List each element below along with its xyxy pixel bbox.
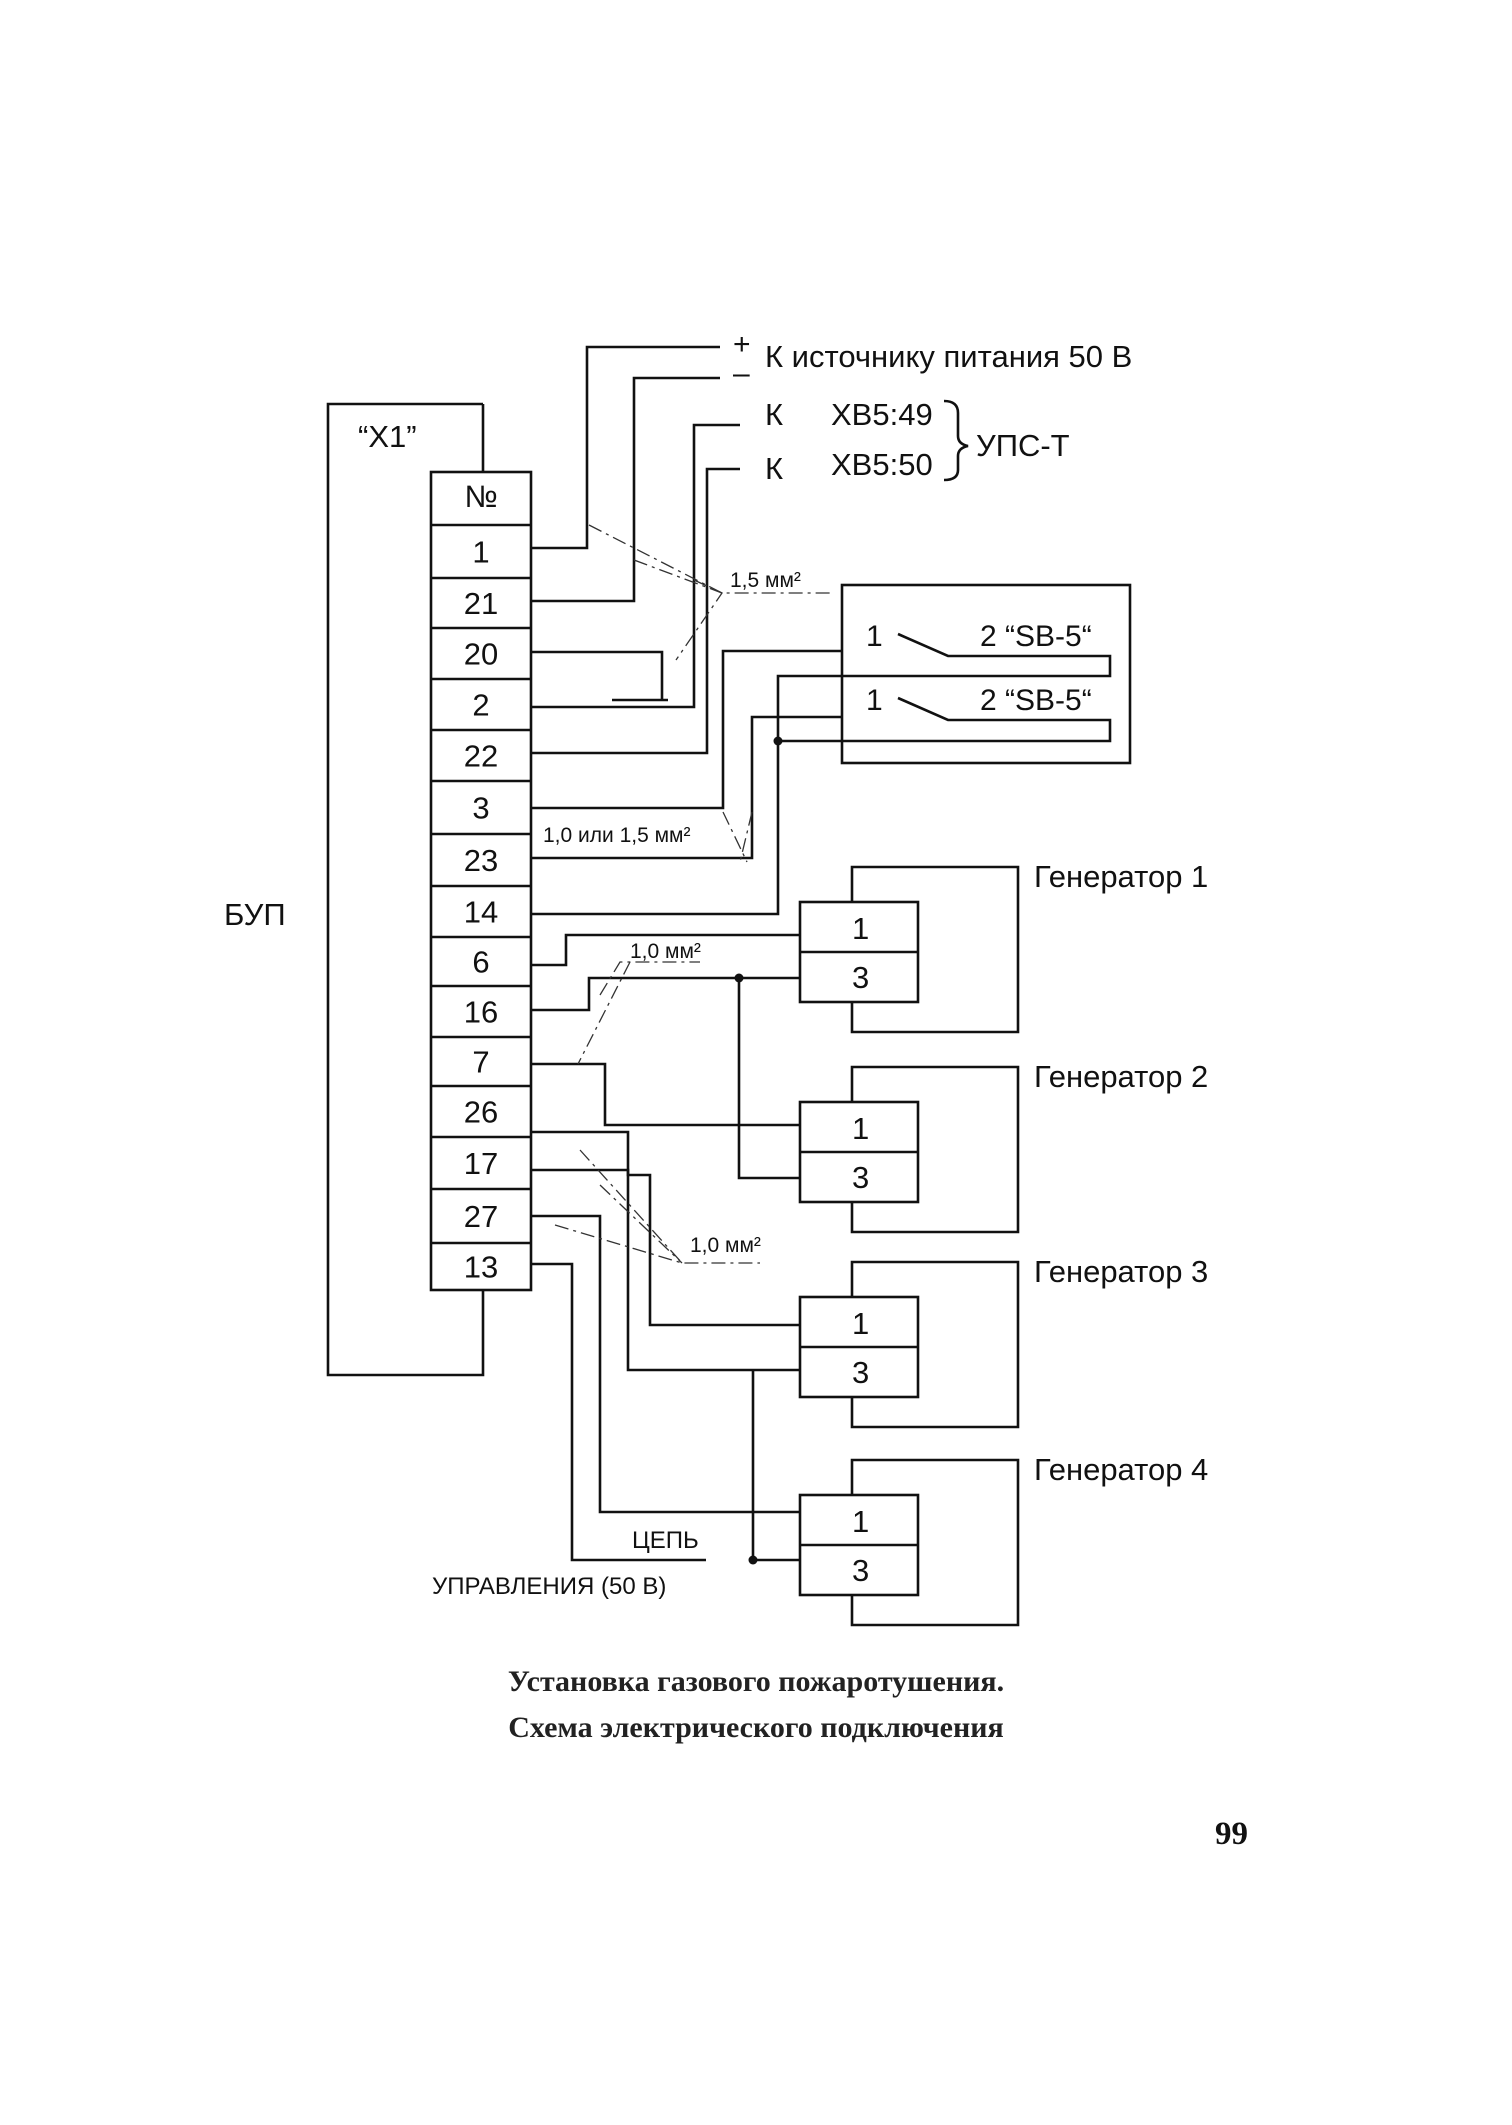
terminal-1: 1 — [472, 535, 489, 570]
terminal-27: 27 — [464, 1199, 498, 1234]
leader-1-0-or-1-5-a — [722, 811, 748, 863]
terminal-21: 21 — [464, 586, 498, 621]
sb5-label-a: 2 “SB-5“ — [980, 620, 1092, 653]
wire-t27-gen4 — [531, 1214, 800, 1514]
generator-4: 1 3 Генератор 4 — [798, 1452, 1208, 1627]
sb5-label-b: 2 “SB-5“ — [980, 684, 1092, 717]
control-circuit-label-2: УПРАВЛЕНИЯ (50 В) — [432, 1573, 666, 1600]
generator-name: Генератор 4 — [1034, 1452, 1208, 1487]
sb5-switch-a — [789, 632, 1112, 678]
wire-common-gen3-gen4 — [751, 1370, 800, 1562]
wire-t14-sb5 — [531, 674, 789, 916]
caption-line-2: Схема электрического подключения — [508, 1711, 1004, 1744]
wire-t23-sb5b — [531, 715, 842, 860]
terminal-6: 6 — [472, 945, 489, 980]
generator-pin-b: 3 — [852, 1160, 869, 1195]
wire-t26-gen3 — [531, 1130, 800, 1327]
sb5-pin1-a: 1 — [866, 620, 883, 653]
terminal-14: 14 — [464, 895, 498, 930]
terminal-17: 17 — [464, 1146, 498, 1181]
k2-label: К — [765, 451, 783, 486]
power-minus: – — [733, 357, 750, 390]
wire-t6-gen1 — [531, 933, 800, 967]
wire-t16-gen1 — [531, 976, 800, 1012]
leader-1-5-c — [675, 579, 723, 661]
generator-housing — [850, 1458, 1020, 1627]
sb5-panel: 1 2 “SB-5“ 1 2 “SB-5“ — [778, 583, 1132, 765]
generator-housing — [850, 1065, 1020, 1234]
cross-section-1-0-a: 1,0 мм² — [630, 940, 701, 963]
wire-t3-sb5a — [531, 649, 842, 810]
generator-pin-b: 3 — [852, 960, 869, 995]
wire-t1-plus — [531, 345, 720, 550]
caption-line-1: Установка газового пожаротушения. — [508, 1665, 1004, 1698]
sb5-panel-frame — [840, 583, 1132, 765]
wire-t21-minus — [531, 376, 720, 603]
terminal-20: 20 — [464, 637, 498, 672]
generator-pin-a: 1 — [852, 1504, 869, 1539]
generator-housing — [850, 865, 1020, 1034]
terminal-16: 16 — [464, 995, 498, 1030]
generator-3: 1 3 Генератор 3 — [798, 1254, 1208, 1429]
junction-gen1 — [734, 973, 744, 983]
wire-t22-k2 — [531, 467, 740, 755]
generator-housing — [850, 1260, 1020, 1429]
terminal-13: 13 — [464, 1250, 498, 1285]
power-destination: К источнику питания 50 В — [765, 339, 1132, 374]
power-plus: + — [733, 328, 751, 361]
generator-2: 1 3 Генератор 2 — [798, 1059, 1208, 1234]
xb549-label: ХВ5:49 — [831, 397, 933, 432]
cross-section-1-0-or-1-5: 1,0 или 1,5 мм² — [543, 824, 690, 847]
leader-1-0-b — [599, 961, 700, 996]
generator-name: Генератор 3 — [1034, 1254, 1208, 1289]
leader-1-0-d — [599, 1184, 683, 1264]
sb5-switch-b — [778, 696, 1112, 743]
wire-common-gen1-gen2 — [737, 978, 800, 1180]
wire-t13-control — [531, 1262, 706, 1562]
control-circuit-label-1: ЦЕПЬ — [632, 1527, 699, 1554]
ups-label: УПС-Т — [976, 428, 1070, 463]
generator-1: 1 3 Генератор 1 — [798, 859, 1208, 1034]
generator-pin-a: 1 — [852, 911, 869, 946]
page-number: 99 — [1215, 1816, 1248, 1852]
terminal-7: 7 — [472, 1045, 489, 1080]
xb550-label: ХВ5:50 — [831, 447, 933, 482]
sb5-pin1-b: 1 — [866, 684, 883, 717]
generator-name: Генератор 1 — [1034, 859, 1208, 894]
terminal-2: 2 — [472, 688, 489, 723]
terminal-22: 22 — [464, 739, 498, 774]
leader-1-0-or-1-5-b — [739, 811, 753, 863]
cross-section-1-0-b: 1,0 мм² — [690, 1234, 761, 1257]
x1-label: “X1” — [358, 419, 417, 454]
terminal-block-frame — [429, 470, 533, 1292]
ups-brace — [943, 399, 969, 482]
terminal-header: № — [464, 479, 497, 514]
terminal-23: 23 — [464, 843, 498, 878]
generator-pin-b: 3 — [852, 1553, 869, 1588]
power-wires: + – К источнику питания 50 В К К ХВ5:49 … — [531, 328, 1132, 755]
leader-1-0-a — [577, 961, 631, 1065]
cross-section-1-5: 1,5 мм² — [730, 569, 801, 592]
leader-1-5-b — [633, 559, 723, 594]
wire-t20-ground — [531, 650, 664, 700]
generator-name: Генератор 2 — [1034, 1059, 1208, 1094]
leader-1-0-c — [579, 1149, 683, 1264]
generator-pin-a: 1 — [852, 1111, 869, 1146]
bup-frame — [326, 402, 485, 1377]
terminal-3: 3 — [472, 791, 489, 826]
generator-pin-a: 1 — [852, 1306, 869, 1341]
junction-gen4 — [748, 1555, 758, 1565]
wire-t2-k1 — [531, 423, 740, 709]
generator-pin-b: 3 — [852, 1355, 869, 1390]
wire-t17-gen3 — [531, 1168, 800, 1372]
leader-1-5-a — [588, 524, 830, 594]
terminal-26: 26 — [464, 1095, 498, 1130]
k1-label: К — [765, 397, 783, 432]
junction-sb5 — [773, 736, 783, 746]
bup-label: БУП — [224, 897, 286, 932]
wire-t7-gen2 — [531, 1062, 800, 1127]
cross-section-leaders: 1,5 мм² 1,0 или 1,5 мм² 1,0 мм² 1,0 мм² — [543, 524, 830, 1264]
